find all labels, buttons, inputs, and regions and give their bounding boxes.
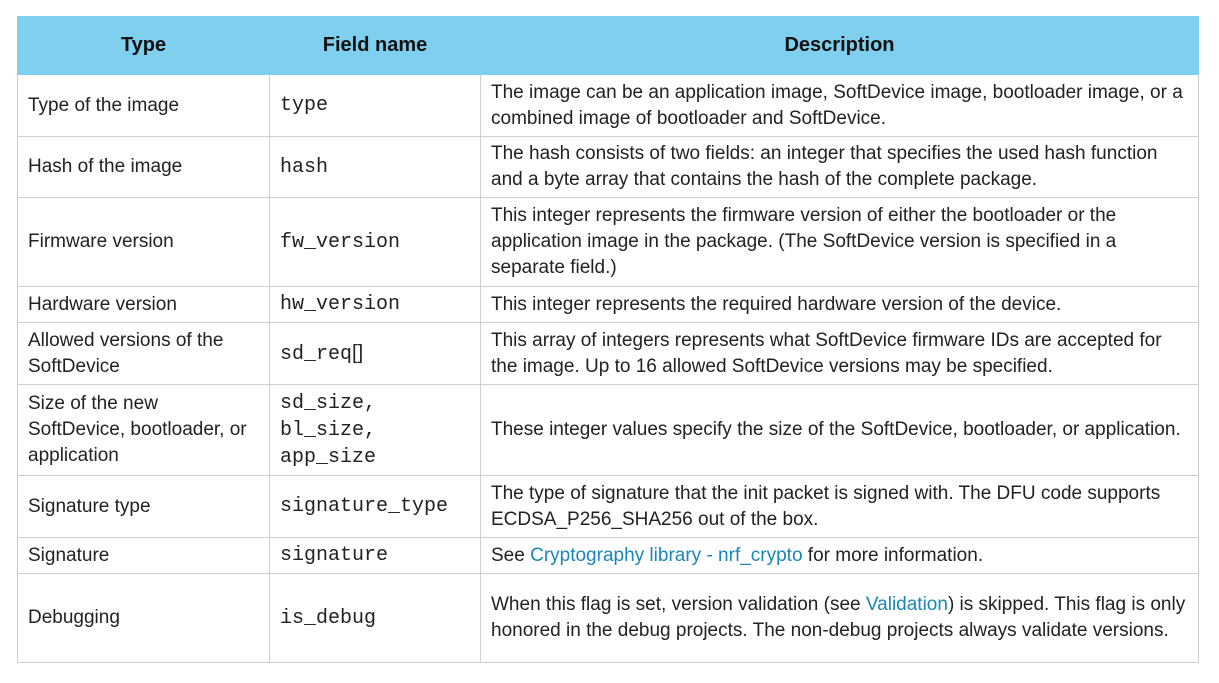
row-type: Debugging	[17, 573, 270, 663]
row-description: This integer represents the firmware ver…	[480, 197, 1199, 287]
row-field-line: app_size	[280, 445, 377, 469]
header-description: Description	[480, 16, 1199, 75]
row-description: See Cryptography library - nrf_crypto fo…	[480, 537, 1199, 574]
row-field: is_debug	[269, 573, 481, 663]
row-description: These integer values specify the size of…	[480, 384, 1199, 476]
row-type: Hash of the image	[17, 136, 270, 198]
validation-link[interactable]: Validation	[865, 594, 948, 615]
table-row: Hash of the image hash The hash consists…	[17, 136, 1199, 198]
table-row: Signature signature See Cryptography lib…	[17, 537, 1199, 574]
row-type: Signature type	[17, 475, 270, 538]
row-type: Signature	[17, 537, 270, 574]
row-field-line: bl_size,	[280, 418, 377, 442]
row-field-code: sd_req	[280, 342, 353, 366]
row-field: hash	[269, 136, 481, 198]
table-row: Allowed versions of the SoftDevice sd_re…	[17, 322, 1199, 385]
header-field-name: Field name	[269, 16, 481, 75]
row-type: Hardware version	[17, 286, 270, 323]
description-text: See	[491, 544, 531, 566]
row-type: Allowed versions of the SoftDevice	[17, 322, 270, 385]
table-row: Hardware version hw_version This integer…	[17, 286, 1199, 323]
description-text: ) is skipped. This flag is only honored …	[491, 594, 1186, 641]
row-description: This integer represents the required har…	[480, 286, 1199, 323]
row-field: signature	[269, 537, 481, 574]
table-row: Signature type signature_type The type o…	[17, 475, 1199, 538]
table-header-row: Type Field name Description	[17, 16, 1199, 75]
description-text: When this flag is set, version validatio…	[491, 594, 866, 615]
row-type: Firmware version	[17, 197, 270, 287]
nrf-crypto-link[interactable]: Cryptography library - nrf_crypto	[530, 544, 803, 566]
table-row: Size of the new SoftDevice, bootloader, …	[17, 384, 1199, 476]
row-field: sd_size, bl_size, app_size	[269, 384, 481, 476]
row-field: hw_version	[269, 286, 481, 323]
header-type: Type	[17, 16, 270, 75]
row-field: signature_type	[269, 475, 481, 538]
row-type: Size of the new SoftDevice, bootloader, …	[17, 384, 270, 476]
row-field: fw_version	[269, 197, 481, 287]
table-row: Firmware version fw_version This integer…	[17, 197, 1199, 287]
row-field: sd_req[]	[269, 322, 481, 385]
row-description: The hash consists of two fields: an inte…	[480, 136, 1199, 198]
table-row: Debugging is_debug When this flag is set…	[17, 573, 1199, 663]
init-packet-fields-table: Type Field name Description Type of the …	[17, 16, 1199, 663]
row-field: type	[269, 74, 481, 137]
row-field-line: sd_size,	[280, 391, 377, 415]
table-row: Type of the image type The image can be …	[17, 74, 1199, 137]
row-description: This array of integers represents what S…	[480, 322, 1199, 385]
row-description: The image can be an application image, S…	[480, 74, 1199, 137]
row-description: The type of signature that the init pack…	[480, 475, 1199, 538]
row-type: Type of the image	[17, 74, 270, 137]
row-description: When this flag is set, version validatio…	[480, 573, 1199, 663]
fields-table-container: Type Field name Description Type of the …	[17, 16, 1199, 663]
description-text: for more information.	[802, 544, 984, 566]
row-field-suffix: []	[352, 341, 364, 364]
